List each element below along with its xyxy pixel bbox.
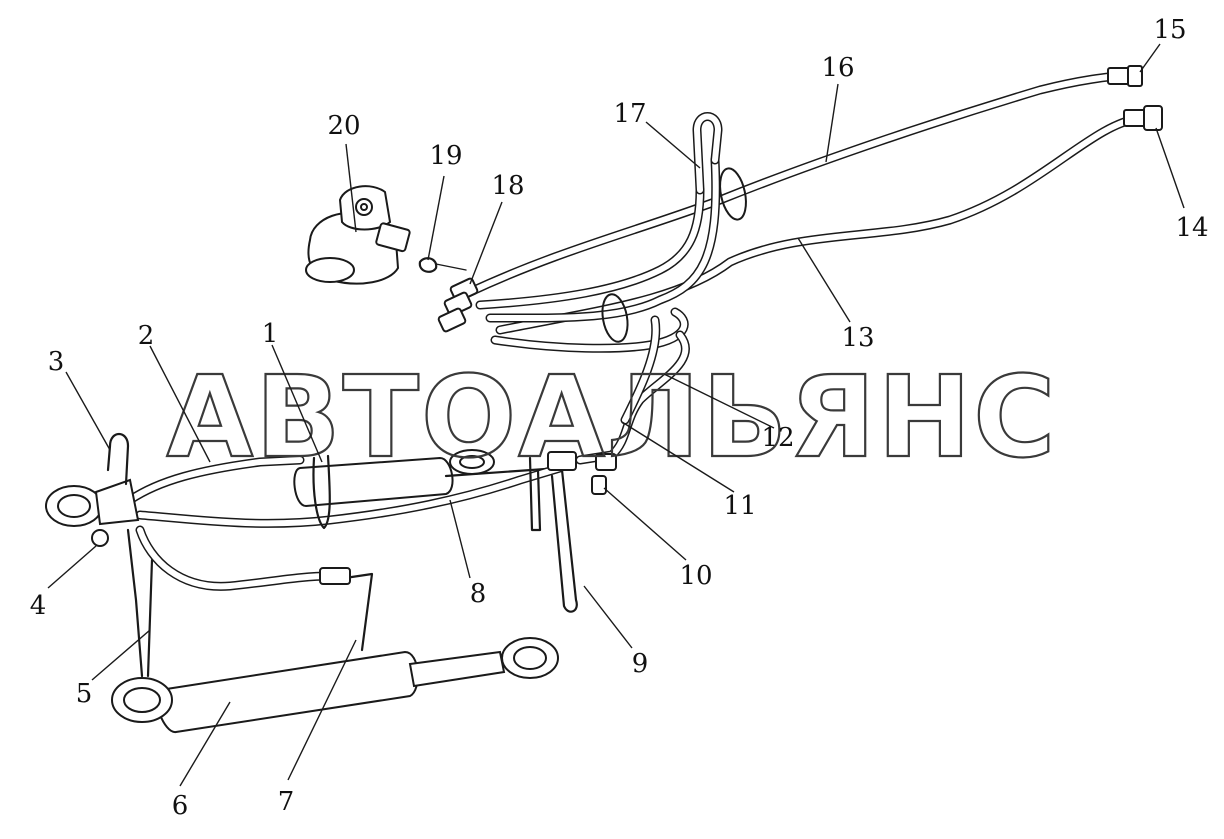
- hose-bundle: [475, 155, 721, 353]
- left-eye-end: [45, 478, 140, 527]
- cylinder-6: [111, 637, 559, 733]
- lower-hoses: [126, 525, 374, 678]
- hose-13: [495, 113, 1145, 335]
- hose-17: [692, 112, 723, 195]
- callout-12: 12: [761, 423, 794, 453]
- callout-16: 16: [821, 53, 854, 83]
- callout-3: 3: [48, 347, 65, 377]
- hose-12: [575, 315, 690, 465]
- fitting-10: [547, 451, 617, 495]
- callout-labels: 1 2 3 4 5 6 7 8 9 10 11 12 13 14 15 16 1…: [30, 15, 1209, 821]
- callout-5: 5: [76, 679, 93, 709]
- callout-9: 9: [632, 649, 649, 679]
- callout-2: 2: [138, 321, 155, 351]
- bracket-9: [528, 456, 578, 613]
- callout-13: 13: [841, 323, 874, 353]
- bolt-4: [91, 529, 109, 547]
- callout-15: 15: [1153, 15, 1186, 45]
- callout-18: 18: [491, 171, 524, 201]
- fitting-7: [319, 567, 351, 585]
- hose-clamp: [719, 167, 747, 221]
- callout-19: 19: [429, 141, 462, 171]
- leader-lines: [47, 43, 1185, 787]
- steering-unit-20: [305, 185, 411, 285]
- hose-16: [465, 71, 1130, 297]
- hose-2: [125, 455, 305, 505]
- fitting-19: [418, 257, 467, 273]
- hose-8: [135, 463, 565, 528]
- callout-10: 10: [679, 561, 712, 591]
- callout-8: 8: [470, 579, 487, 609]
- callout-14: 14: [1175, 213, 1208, 243]
- callout-7: 7: [278, 787, 295, 817]
- upper-cylinder: [293, 449, 562, 508]
- fitting-15: [1107, 65, 1143, 87]
- callout-17: 17: [613, 99, 646, 129]
- clamp-1: [312, 454, 331, 530]
- callout-11: 11: [723, 491, 756, 521]
- pipe-3: [106, 432, 130, 486]
- watermark: АВТОАЛЬЯНС: [167, 353, 1058, 483]
- fitting-14: [1123, 105, 1163, 131]
- callout-4: 4: [30, 591, 47, 621]
- callout-20: 20: [327, 111, 360, 141]
- callout-6: 6: [172, 791, 189, 821]
- callout-1: 1: [262, 319, 279, 349]
- hose-clamp: [601, 293, 629, 343]
- fitting-block-18: [437, 277, 479, 333]
